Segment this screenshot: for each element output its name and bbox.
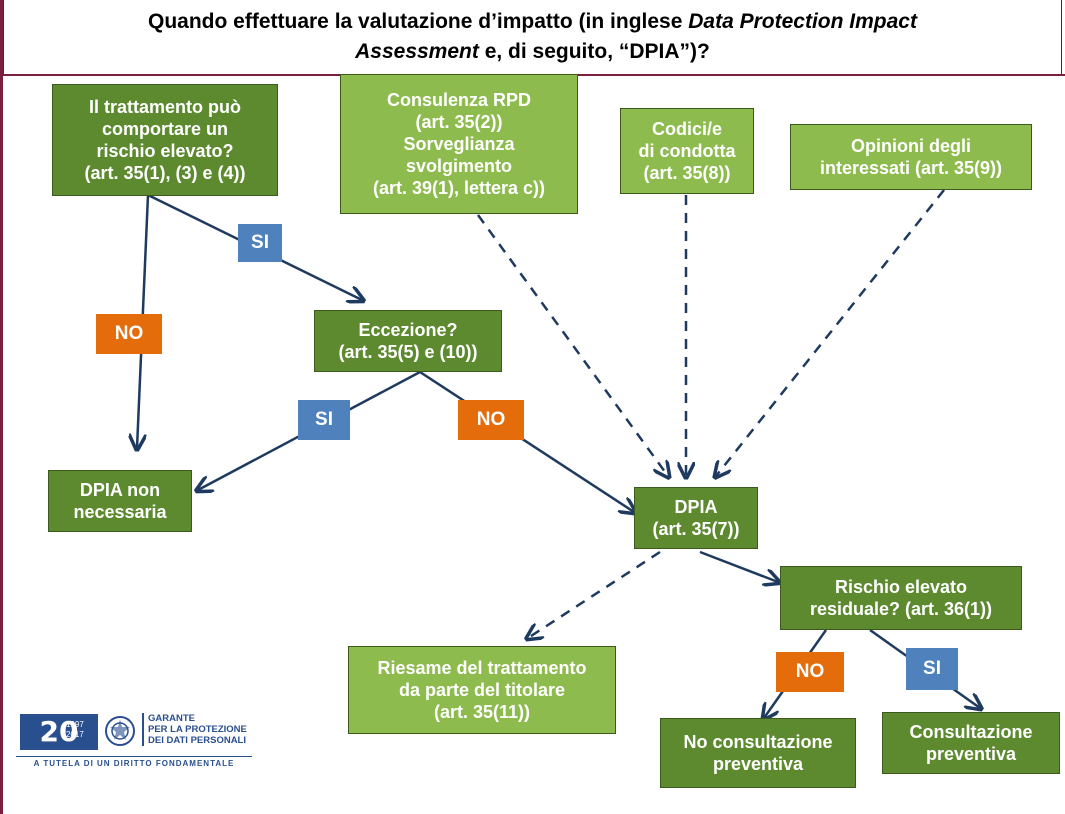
box-rischio-residuale: Rischio elevato residuale? (art. 36(1)) [780, 566, 1022, 630]
box-consulenza-rpd: Consulenza RPD (art. 35(2)) Sorveglianza… [340, 74, 578, 214]
tag-no-eccezione: NO [458, 400, 524, 440]
frame-left-border [0, 0, 3, 814]
box-riesame: Riesame del trattamento da parte del tit… [348, 646, 616, 734]
box-dpia-non-necessaria: DPIA non necessaria [48, 470, 192, 532]
logo-years: 1997 2017 [66, 720, 84, 739]
tag-si-residuale: SI [906, 648, 958, 690]
title-line-2: Assessment e, di seguito, “DPIA”)? [355, 40, 710, 63]
tag-si-eccezione: SI [298, 400, 350, 440]
page-title: Quando effettuare la valutazione d’impat… [3, 0, 1062, 75]
arrow-eccezione-no [419, 370, 634, 512]
garante-logo: 20 1997 2017 GARANTE PER LA PROTEZIONE D… [16, 712, 252, 770]
box-codici-condotta: Codici/e di condotta (art. 35(8)) [620, 108, 754, 194]
box-consultazione: Consultazione preventiva [882, 712, 1060, 774]
arrow-opinioni-dpia [716, 189, 945, 476]
arrow-dpia-residuale [699, 550, 778, 582]
emblem-icon [105, 716, 135, 746]
tag-no-rischio: NO [96, 314, 162, 354]
tag-no-residuale: NO [776, 652, 844, 692]
box-no-consultazione: No consultazione preventiva [660, 718, 856, 788]
tag-si-rischio: SI [238, 224, 282, 262]
logo-authority-name: GARANTE PER LA PROTEZIONE DEI DATI PERSO… [142, 713, 258, 746]
logo-anniversary-number: 20 [20, 714, 98, 750]
arrow-dpia-riesame [528, 550, 661, 638]
box-eccezione: Eccezione? (art. 35(5) e (10)) [314, 310, 502, 372]
box-dpia: DPIA (art. 35(7)) [634, 487, 758, 549]
box-opinioni-interessati: Opinioni degli interessati (art. 35(9)) [790, 124, 1032, 190]
logo-motto: A TUTELA DI UN DIRITTO FONDAMENTALE [16, 756, 252, 768]
title-line-1: Quando effettuare la valutazione d’impat… [148, 10, 917, 33]
box-rischio-elevato: Il trattamento può comportare un rischio… [52, 84, 278, 196]
